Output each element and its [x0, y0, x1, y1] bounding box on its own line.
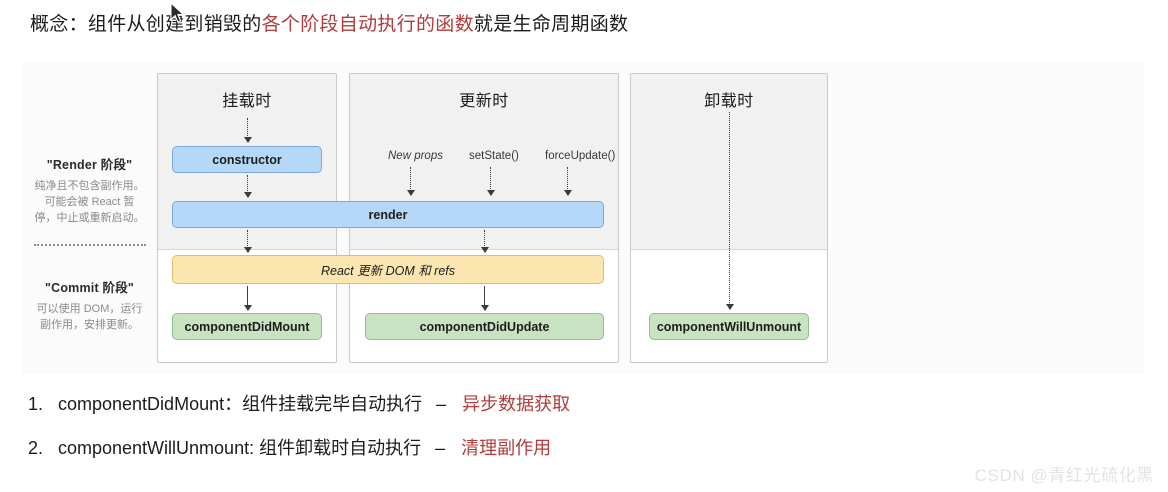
diagram-legend: "Render 阶段" 纯净且不包含副作用。 可能会被 React 暂 停，中止… — [22, 62, 157, 374]
list-item-text: componentDidMount：组件挂载完毕自动执行 — [58, 394, 423, 414]
node-constructor[interactable]: constructor — [172, 146, 322, 173]
arrow-render-to-react-update-update — [480, 230, 489, 253]
node-component-did-update[interactable]: componentDidUpdate — [365, 313, 604, 340]
arrow-head-icon — [243, 247, 252, 253]
list-item-dash: – — [436, 394, 447, 414]
node-component-did-mount[interactable]: componentDidMount — [172, 313, 322, 340]
node-react-update-dom-refs[interactable]: React 更新 DOM 和 refs — [172, 255, 604, 284]
diagram-canvas: "Render 阶段" 纯净且不包含副作用。 可能会被 React 暂 停，中止… — [22, 62, 832, 374]
arrow-react-update-to-did-mount — [243, 286, 252, 311]
legend-render-phase: "Render 阶段" 纯净且不包含副作用。 可能会被 React 暂 停，中止… — [22, 154, 157, 226]
arrow-head-icon — [480, 247, 489, 253]
node-component-will-unmount[interactable]: componentWillUnmount — [649, 313, 809, 340]
list-item-note: 异步数据获取 — [462, 394, 571, 414]
legend-commit-desc-2: 副作用，安排更新。 — [40, 319, 139, 331]
arrow-head-icon — [725, 304, 734, 310]
legend-commit-desc-1: 可以使用 DOM，运行 — [36, 303, 143, 315]
concept-prefix: 概念：组件从创建到销毁的 — [30, 14, 262, 35]
arrow-head-icon — [480, 305, 489, 311]
panel-unmounting-title: 卸载时 — [704, 93, 754, 110]
node-render[interactable]: render — [172, 201, 604, 228]
concept-line: 概念：组件从创建到销毁的各个阶段自动执行的函数就是生命周期函数 — [30, 12, 628, 38]
list-item-dash: – — [435, 438, 446, 458]
legend-commit-phase: "Commit 阶段" 可以使用 DOM，运行 副作用，安排更新。 — [22, 277, 157, 333]
concept-suffix: 就是生命周期函数 — [473, 14, 629, 35]
arrow-head-icon — [486, 190, 495, 196]
arrow-render-to-react-update-mount — [243, 230, 252, 253]
arrow-to-constructor — [243, 118, 252, 143]
legend-divider — [34, 244, 146, 246]
arrow-set-state-to-render — [486, 167, 495, 196]
legend-render-desc-3: 停，中止或重新启动。 — [34, 212, 145, 224]
panel-mounting-title: 挂载时 — [222, 93, 272, 110]
arrow-new-props-to-render — [406, 167, 415, 196]
legend-render-desc-2: 可能会被 React 暂 — [44, 196, 135, 208]
legend-render-desc-1: 纯净且不包含副作用。 — [34, 180, 145, 192]
arrow-head-icon — [243, 192, 252, 198]
list-item-number: 1. — [28, 394, 44, 414]
trigger-force-update: forceUpdate() — [545, 150, 616, 162]
mouse-cursor-icon — [170, 1, 186, 26]
list-item: 1. componentDidMount：组件挂载完毕自动执行 – 异步数据获取 — [28, 392, 928, 416]
trigger-new-props: New props — [388, 150, 443, 162]
arrow-head-icon — [243, 305, 252, 311]
arrow-head-icon — [243, 137, 252, 143]
panel-updating-title: 更新时 — [459, 93, 509, 110]
lifecycle-notes-list: 1. componentDidMount：组件挂载完毕自动执行 – 异步数据获取… — [28, 392, 928, 480]
arrow-force-update-to-render — [563, 167, 572, 196]
list-item-text: componentWillUnmount: 组件卸载时自动执行 — [58, 438, 422, 458]
list-item-number: 2. — [28, 438, 44, 458]
trigger-set-state: setState() — [469, 150, 519, 162]
list-item-note: 清理副作用 — [461, 438, 552, 458]
arrow-to-will-unmount — [725, 112, 734, 310]
arrow-head-icon — [406, 190, 415, 196]
arrow-head-icon — [563, 190, 572, 196]
lifecycle-diagram: "Render 阶段" 纯净且不包含副作用。 可能会被 React 暂 停，中止… — [22, 62, 1144, 374]
csdn-watermark: CSDN @青红光硫化黑 — [974, 466, 1154, 485]
legend-commit-title: "Commit 阶段" — [44, 281, 135, 295]
arrow-react-update-to-did-update — [480, 286, 489, 311]
list-item: 2. componentWillUnmount: 组件卸载时自动执行 – 清理副… — [28, 436, 928, 460]
arrow-constructor-to-render — [243, 175, 252, 198]
legend-render-title: "Render 阶段" — [46, 158, 133, 172]
concept-highlight: 各个阶段自动执行的函数 — [261, 14, 474, 35]
